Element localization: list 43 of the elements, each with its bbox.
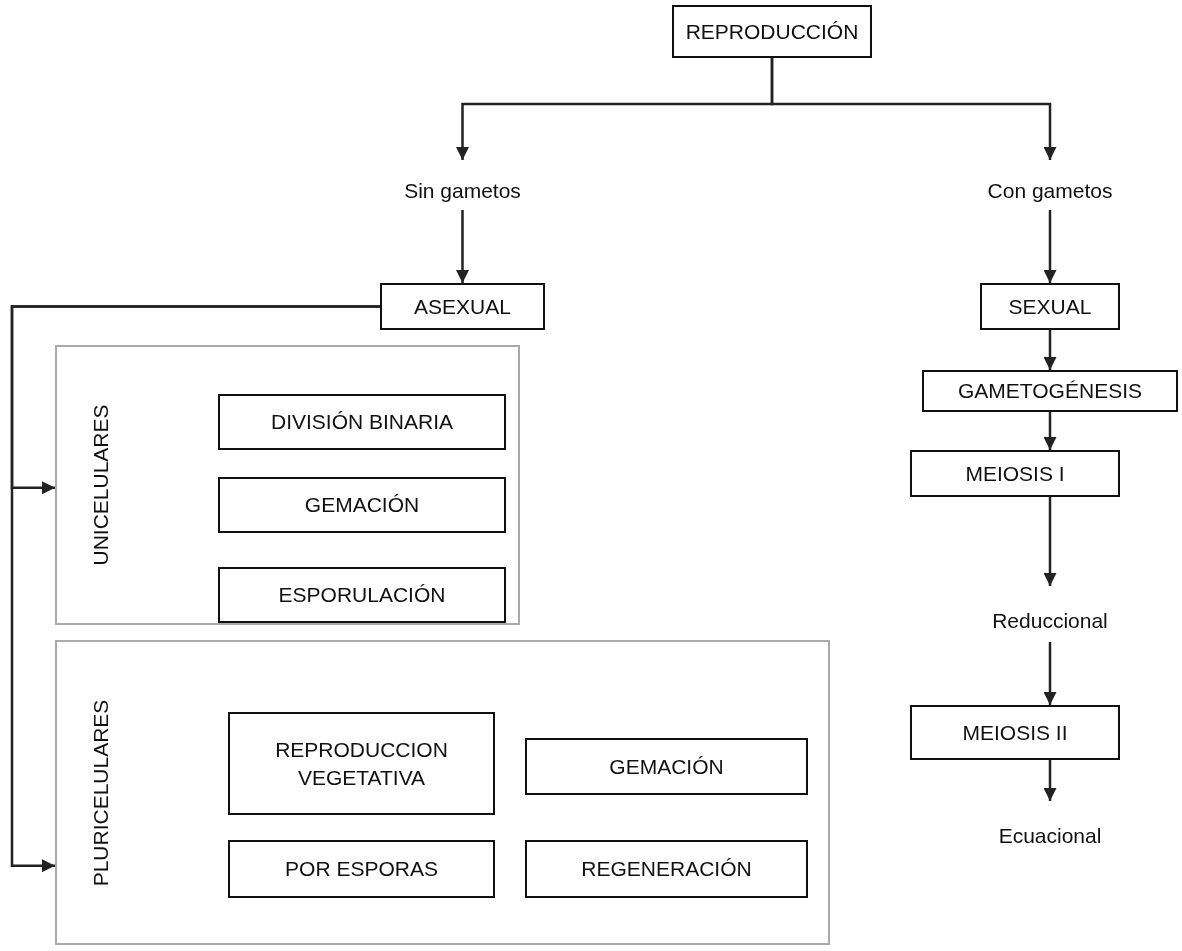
process-box xyxy=(218,477,506,533)
process-box xyxy=(228,712,495,815)
node-label: Sin gametos xyxy=(404,178,521,205)
node-label: MEIOSIS II xyxy=(962,719,1068,746)
process-box xyxy=(218,567,506,623)
process-box xyxy=(218,394,506,450)
node-label: REPRODUCCIÓN xyxy=(685,18,859,45)
node-label: Con gametos xyxy=(987,178,1113,205)
arrow xyxy=(770,58,1057,160)
node-label: POR ESPORAS xyxy=(285,856,438,883)
process-box xyxy=(380,283,545,330)
process-box xyxy=(228,840,495,898)
process-box xyxy=(980,283,1120,330)
group-label: UNICELULARES xyxy=(89,404,113,566)
process-box xyxy=(672,5,872,58)
process-box xyxy=(910,450,1120,497)
node-label: SEXUAL xyxy=(1008,293,1092,320)
node-label: GAMETOGÉNESIS xyxy=(958,378,1142,405)
node-label: DIVISIÓN BINARIA xyxy=(270,409,453,436)
group-panel xyxy=(55,640,830,945)
arrow xyxy=(1043,642,1057,705)
node-label: ESPORULACIÓN xyxy=(278,582,446,609)
node-label: MEIOSIS I xyxy=(965,460,1065,487)
process-box xyxy=(910,705,1120,760)
arrow xyxy=(456,210,469,283)
group-label: PLURICELULARES xyxy=(89,699,113,886)
node-label: GEMACIÓN xyxy=(304,492,420,519)
node-label: ASEXUAL xyxy=(414,293,511,320)
arrow xyxy=(1043,210,1057,283)
group-panel xyxy=(55,345,520,625)
node-label: Ecuacional xyxy=(998,823,1102,850)
process-box xyxy=(525,840,808,898)
arrow xyxy=(1043,497,1057,586)
node-label: Reduccional xyxy=(992,608,1108,635)
node-label: REPRODUCCION VEGETATIVA xyxy=(274,737,449,791)
arrow xyxy=(1043,760,1057,801)
arrow xyxy=(1043,412,1057,450)
process-box xyxy=(922,370,1178,412)
process-box xyxy=(525,738,808,795)
arrow xyxy=(10,305,380,873)
arrow xyxy=(1043,330,1057,370)
node-label: GEMACIÓN xyxy=(609,753,724,780)
node-label: REGENERACIÓN xyxy=(581,856,752,883)
